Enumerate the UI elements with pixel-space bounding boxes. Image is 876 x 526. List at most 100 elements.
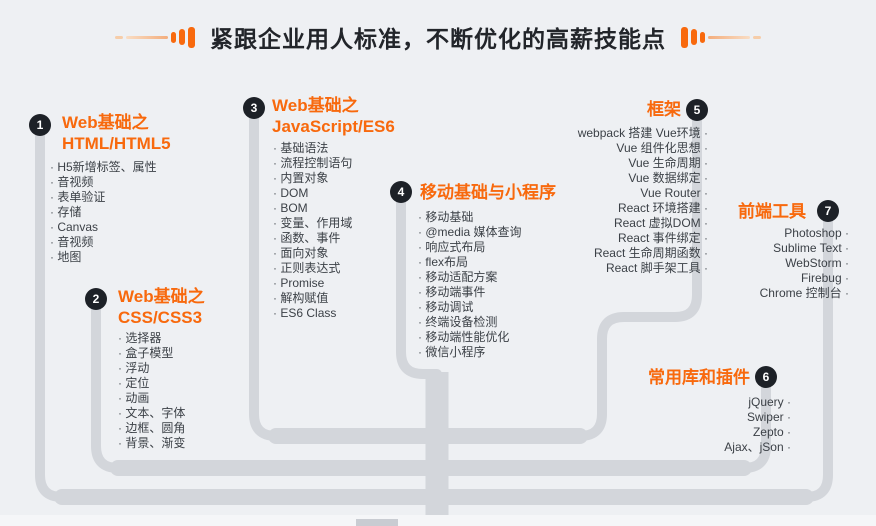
section-title-line: CSS/CSS3 <box>118 308 203 327</box>
list-item: 正则表达式 <box>273 261 352 276</box>
list-item: 音视频 <box>50 175 157 190</box>
list-item: React 虚拟DOM <box>578 216 708 231</box>
section-title-line: 常用库和插件 <box>648 368 750 387</box>
dash-icon <box>753 35 761 39</box>
list-item: 浮动 <box>118 361 185 376</box>
line-icon <box>126 35 168 39</box>
list-item: 移动基础 <box>418 210 522 225</box>
list-item: 表单验证 <box>50 190 157 205</box>
list-item: 面向对象 <box>273 246 352 261</box>
list-item: Canvas <box>50 220 157 235</box>
list-item: flex布局 <box>418 255 522 270</box>
list-item: 函数、事件 <box>273 231 352 246</box>
list-item: Photoshop <box>760 226 849 241</box>
header: 紧跟企业用人标准，不断优化的高薪技能点 <box>0 20 876 54</box>
audio-bar-icon <box>681 26 688 48</box>
step-badge-3: 3 <box>243 97 265 119</box>
title-ornament-left <box>115 26 195 48</box>
section-title-mobile: 移动基础与小程序 <box>420 182 556 203</box>
step-badge-4: 4 <box>390 181 412 203</box>
section-items-html: H5新增标签、属性音视频表单验证存储Canvas音视频地图 <box>50 160 157 265</box>
list-item: Vue 生命周期 <box>578 156 708 171</box>
list-item: 移动端性能优化 <box>418 330 522 345</box>
list-item: Chrome 控制台 <box>760 286 849 301</box>
section-title-line: Web基础之 <box>118 287 205 306</box>
list-item: 背景、渐变 <box>118 436 185 451</box>
audio-bar-icon <box>179 29 185 45</box>
list-item: Swiper <box>724 410 791 425</box>
bottom-strip <box>0 515 876 526</box>
list-item: 移动调试 <box>418 300 522 315</box>
list-item: React 环境搭建 <box>578 201 708 216</box>
list-item: 边框、圆角 <box>118 421 185 436</box>
title-ornament-right <box>681 26 761 48</box>
connector-step5 <box>553 110 702 441</box>
list-item: 移动端事件 <box>418 285 522 300</box>
section-items-mobile: 移动基础@media 媒体查询响应式布局flex布局移动适配方案移动端事件移动调… <box>418 210 522 360</box>
section-title-line: HTML/HTML5 <box>62 134 171 153</box>
list-item: DOM <box>273 186 352 201</box>
list-item: Firebug <box>760 271 849 286</box>
list-item: webpack 搭建 Vue环境 <box>578 126 708 141</box>
list-item: H5新增标签、属性 <box>50 160 156 175</box>
list-item: Sublime Text <box>760 241 849 256</box>
line-icon <box>708 35 750 39</box>
list-item: 终端设备检测 <box>418 315 522 330</box>
section-items-tools: PhotoshopSublime TextWebStormFirebugChro… <box>760 226 849 301</box>
list-item: 解构赋值 <box>273 291 352 306</box>
section-title-html: Web基础之 HTML/HTML5 <box>62 112 171 154</box>
list-item: 选择器 <box>118 331 185 346</box>
list-item: 内置对象 <box>273 171 352 186</box>
list-item: Vue Router <box>578 186 708 201</box>
dash-icon <box>115 35 123 39</box>
step-badge-5: 5 <box>686 99 708 121</box>
section-items-css: 选择器盒子模型浮动定位动画文本、字体边框、圆角背景、渐变 <box>118 331 185 451</box>
section-title-line: Web基础之 <box>62 113 149 132</box>
list-item: 基础语法 <box>273 141 352 156</box>
list-item: 动画 <box>118 391 185 406</box>
section-title-tools: 前端工具 <box>738 201 806 222</box>
list-item: Vue 数据绑定 <box>578 171 708 186</box>
list-item: 变量、作用域 <box>273 216 352 231</box>
list-item: @media 媒体查询 <box>418 225 521 240</box>
list-item: React 脚手架工具 <box>578 261 708 276</box>
audio-bar-icon <box>188 26 195 48</box>
list-item: 存储 <box>50 205 157 220</box>
list-item: 流程控制语句 <box>273 156 352 171</box>
section-items-frameworks: webpack 搭建 Vue环境Vue 组件化思想Vue 生命周期Vue 数据绑… <box>578 126 708 276</box>
list-item: Zepto <box>724 425 791 440</box>
section-items-libraries: jQuerySwiperZeptoAjax、jSon <box>724 395 791 455</box>
list-item: React 生命周期函数 <box>578 246 708 261</box>
list-item: 移动适配方案 <box>418 270 522 285</box>
list-item: 微信小程序 <box>418 345 522 360</box>
list-item: WebStorm <box>760 256 849 271</box>
section-title-javascript: Web基础之 JavaScript/ES6 <box>272 95 395 137</box>
section-title-css: Web基础之 CSS/CSS3 <box>118 286 205 328</box>
section-title-line: 移动基础与小程序 <box>420 183 556 202</box>
section-title-libraries: 常用库和插件 <box>648 367 750 388</box>
step-badge-6: 6 <box>755 366 777 388</box>
list-item: React 事件绑定 <box>578 231 708 246</box>
list-item: 文本、字体 <box>118 406 185 421</box>
list-item: Promise <box>273 276 352 291</box>
list-item: Ajax、jSon <box>724 440 791 455</box>
section-title-line: Web基础之 <box>272 96 359 115</box>
list-item: Vue 组件化思想 <box>578 141 708 156</box>
list-item: 盒子模型 <box>118 346 185 361</box>
section-title-line: 框架 <box>647 100 681 119</box>
list-item: BOM <box>273 201 352 216</box>
step-badge-2: 2 <box>85 288 107 310</box>
audio-bar-icon <box>691 29 697 45</box>
section-title-line: JavaScript/ES6 <box>272 117 395 136</box>
list-item: ES6 Class <box>273 306 352 321</box>
list-item: jQuery <box>724 395 791 410</box>
connector-step4 <box>396 192 442 379</box>
page-title: 紧跟企业用人标准，不断优化的高薪技能点 <box>210 26 666 52</box>
list-item: 音视频 <box>50 235 157 250</box>
section-items-javascript: 基础语法流程控制语句内置对象DOMBOM变量、作用域函数、事件面向对象正则表达式… <box>273 141 352 321</box>
step-badge-1: 1 <box>29 114 51 136</box>
step-badge-7: 7 <box>817 200 839 222</box>
bottom-chip <box>356 519 398 526</box>
